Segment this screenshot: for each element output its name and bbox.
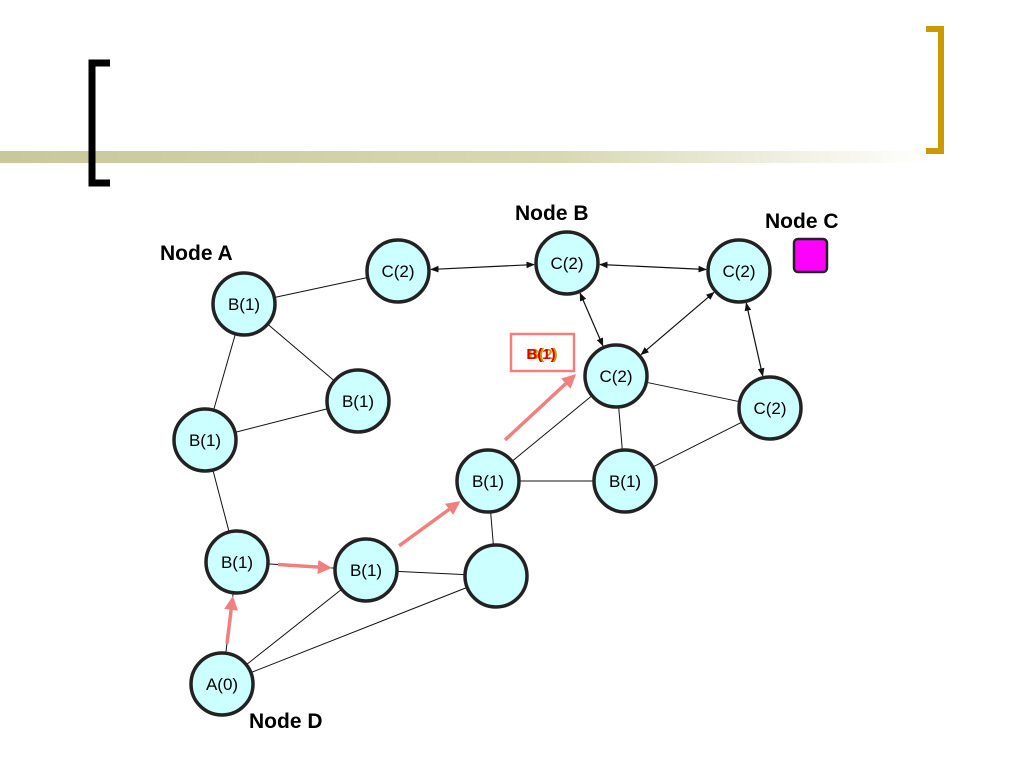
edge-b_left_bottom-b_left_middle <box>212 469 230 533</box>
node-label: B(1) <box>342 392 374 411</box>
node-b-center-bottom: B(1) <box>333 537 399 603</box>
node-c-right: C(2) <box>737 375 803 441</box>
node-label: C(2) <box>753 399 786 418</box>
bidirectional-edge-c_node_b-c_top_right <box>599 261 707 273</box>
node-blank <box>463 543 529 609</box>
node-label: B(1) <box>472 472 504 491</box>
node-b-mid-upper: B(1) <box>325 368 391 434</box>
edge-b_center-c_center <box>511 395 593 462</box>
message-arrow-a0-b_left_bottom <box>224 595 239 644</box>
header-bar <box>0 151 930 163</box>
bidirectional-edge-c_top_right-c_center <box>640 291 715 356</box>
node-b-center: B(1) <box>455 448 521 514</box>
right-bracket <box>926 26 944 154</box>
message-arrow-b_center_bottom-b_center <box>398 501 461 548</box>
node-label: B(1) <box>228 295 260 314</box>
caption-node-b: Node B <box>515 202 589 225</box>
bidirectional-edge-c_top_right-c_right <box>744 302 765 377</box>
edge-b_right-c_center <box>618 406 623 451</box>
edge-c_center-c_right <box>646 381 740 403</box>
edge-b_left_middle-b_mid_upper <box>234 408 329 433</box>
edge-a0-blank <box>250 586 468 674</box>
node-b-node-a: B(1) <box>211 271 277 337</box>
edge-b_node_a-c_top_left <box>274 277 368 298</box>
bidirectional-edge-c_node_b-c_center <box>579 292 604 347</box>
message-box-label: B(1) <box>526 346 555 363</box>
node-c-top-right: C(2) <box>706 238 772 304</box>
node-label: B(1) <box>350 561 382 580</box>
message-arrow-to-box <box>503 374 577 442</box>
caption-node-c: Node C <box>765 210 839 233</box>
node-label: C(2) <box>381 262 414 281</box>
node-c-marker <box>792 237 829 274</box>
node-label: B(1) <box>189 431 221 450</box>
edge-a0-b_center_bottom <box>245 588 343 666</box>
node-b-left-middle: B(1) <box>172 407 238 473</box>
message-box-overlay-label: B(2) <box>528 346 557 363</box>
message-box: B(2) B(1) <box>509 332 576 373</box>
edge-blank-b_center <box>490 511 494 546</box>
node-label: A(0) <box>206 675 238 694</box>
node-b-left-bottom: B(1) <box>204 529 270 595</box>
node-label: C(2) <box>599 367 632 386</box>
message-arrows <box>224 374 577 644</box>
node-c-center: C(2) <box>583 343 649 409</box>
edge-b_left_middle-b_node_a <box>213 333 236 411</box>
edges <box>212 261 765 674</box>
left-bracket <box>88 59 110 187</box>
node-b-right: B(1) <box>592 448 658 514</box>
edge-b_center_bottom-blank <box>396 570 466 576</box>
node-label: C(2) <box>722 262 755 281</box>
node-a0: A(0) <box>189 651 255 717</box>
nodes: A(0) B(1) B(1) B(1) B(1) B(1) B(1) B(1) C(2) C(2)… <box>172 230 803 717</box>
node-c-node-b: C(2) <box>534 230 600 296</box>
edge-b_right-c_right <box>652 421 743 468</box>
node-label: C(2) <box>550 254 583 273</box>
caption-node-a: Node A <box>160 242 233 265</box>
caption-node-d: Node D <box>249 710 323 733</box>
node-c-top-left: C(2) <box>365 238 431 304</box>
message-arrow-b_left_bottom-b_center_bottom <box>277 560 332 575</box>
node-label: B(1) <box>609 472 641 491</box>
bidirectional-edge-c_top_left-c_node_b <box>430 261 535 273</box>
edge-b_node_a-b_mid_upper <box>267 323 335 382</box>
node-label: B(1) <box>221 553 253 572</box>
